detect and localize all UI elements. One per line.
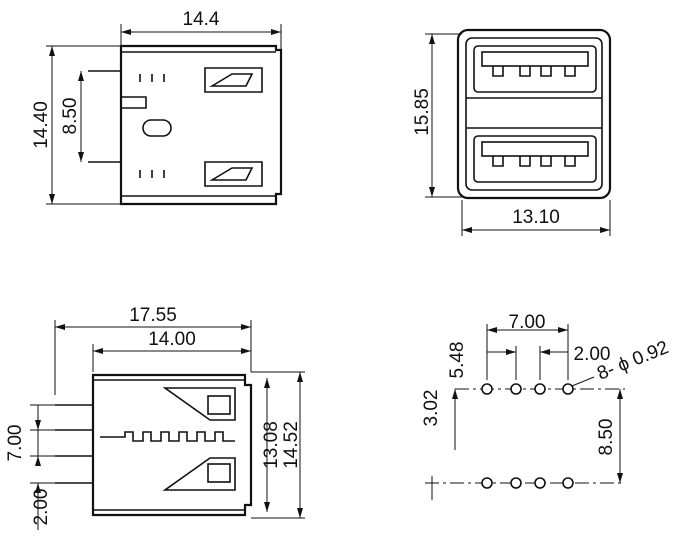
arrowhead (297, 372, 303, 382)
total-width-label: 17.55 (129, 305, 177, 326)
tick-marks (139, 170, 165, 178)
tick-marks (139, 74, 165, 82)
usb-port-bottom (473, 135, 597, 183)
arrowhead (297, 508, 303, 518)
pin-pitch-label: 7.00 (5, 425, 26, 462)
pitch-label: 2.00 (574, 344, 611, 365)
arrowhead (540, 349, 550, 355)
row-spacing-label: 8.50 (596, 419, 617, 456)
offset-label: 5.48 (447, 342, 468, 379)
arrowhead (558, 327, 568, 333)
usb-tongue-bottom (481, 141, 589, 157)
usb-port-top (473, 45, 597, 93)
arrowhead (49, 46, 55, 56)
pcb-footprint: 7.00 5.48 2.00 8- ϕ 0.92 3.02 8.50 (421, 312, 672, 500)
arrowhead (241, 324, 251, 330)
arrowhead (264, 378, 270, 388)
contact-lower (162, 457, 236, 491)
arrowhead (487, 327, 497, 333)
leader-line (571, 376, 595, 387)
pcb-hole (481, 477, 493, 489)
arrowhead (271, 29, 281, 35)
arrowhead (462, 227, 472, 233)
pcb-hole (481, 383, 493, 395)
arrowhead (121, 29, 131, 35)
pcb-hole (534, 383, 546, 395)
bottom-body-outline (91, 373, 253, 517)
arrowhead (617, 473, 623, 483)
outer-height-label: 14.52 (281, 421, 302, 469)
spring-contact-top-inner (209, 73, 254, 87)
bottom-view: 17.55 14.00 7.00 2.00 13.08 14.52 (5, 305, 305, 530)
arrowhead (78, 71, 84, 81)
pcb-hole (534, 477, 546, 489)
pin-offset-label: 2.00 (31, 489, 52, 526)
contact-upper-window (207, 395, 231, 415)
inner-height-label: 13.08 (261, 421, 282, 469)
contact-lower-window (207, 463, 231, 483)
arrowhead (617, 389, 623, 399)
pcb-hole (510, 383, 522, 395)
contact-upper (162, 387, 236, 421)
slot (142, 119, 172, 137)
arrowhead (506, 349, 516, 355)
arrowhead (241, 348, 251, 354)
side-body-outline (119, 44, 283, 206)
body-width-label: 14.00 (148, 329, 196, 350)
pcb-hole (562, 383, 574, 395)
front-width-label: 13.10 (512, 207, 560, 228)
arrowhead (49, 194, 55, 204)
front-view: 15.85 13.10 (412, 28, 612, 236)
arrowhead (429, 34, 435, 44)
front-shell-outer (456, 28, 612, 200)
spring-contact-bottom-inner (209, 167, 254, 181)
span-label: 7.00 (509, 312, 546, 333)
arrowhead (55, 324, 65, 330)
arrowhead (452, 389, 458, 399)
pcb-hole (562, 477, 574, 489)
arrowhead (35, 483, 41, 493)
side-pin-spacing-label: 8.50 (60, 98, 81, 135)
front-height-label: 15.85 (412, 88, 433, 136)
side-width-label: 14.4 (183, 9, 220, 30)
arrowhead (35, 456, 41, 466)
arrowhead (264, 502, 270, 512)
arrowhead (93, 348, 103, 354)
usb-tongue-top (481, 51, 589, 67)
rear-flange (121, 96, 147, 109)
front-shell-inner (465, 37, 603, 191)
arrowhead (35, 420, 41, 430)
side-height-label: 14.40 (31, 101, 52, 149)
row-offset-label: 3.02 (421, 390, 442, 427)
contacts-bottom (492, 156, 576, 167)
spring-contact-top (204, 67, 263, 93)
side-view: 14.4 14.40 8.50 (31, 9, 283, 206)
pcb-hole (510, 477, 522, 489)
arrowhead (429, 187, 435, 197)
contacts-top (492, 66, 576, 77)
arrowhead (600, 227, 610, 233)
spring-contact-bottom (204, 161, 263, 187)
arrowhead (78, 152, 84, 162)
center-comb (100, 431, 235, 442)
